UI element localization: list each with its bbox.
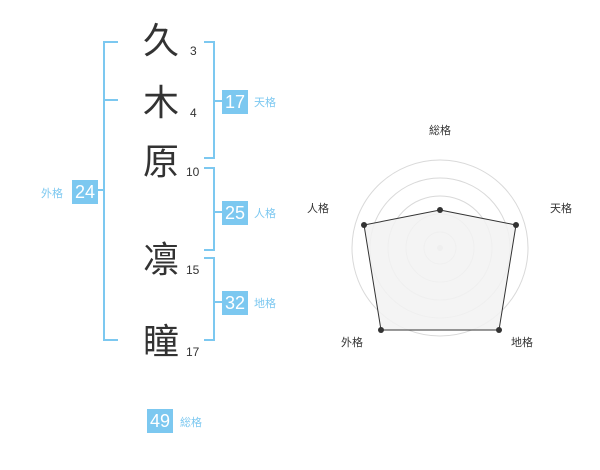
stroke-count-2: 4 <box>190 106 197 120</box>
chikaku-label: 地格 <box>254 297 276 310</box>
radar-label-soukaku: 総格 <box>429 123 451 137</box>
radar-label-gaikaku: 外格 <box>341 335 363 349</box>
chikaku-value: 32 <box>222 291 248 315</box>
chikaku-bracket <box>204 257 215 341</box>
radar-point-soukaku <box>437 207 443 213</box>
radar-points <box>361 207 519 333</box>
radar-point-tenkaku <box>513 222 519 228</box>
name-char-3: 原 <box>142 142 179 183</box>
name-char-1: 久 <box>142 21 179 62</box>
radar-ring-5 <box>351 159 529 337</box>
radar-point-jinkaku <box>361 222 367 228</box>
radar-area <box>363 209 517 331</box>
radar-point-chikaku <box>496 327 502 333</box>
jinkaku-value: 25 <box>222 201 248 225</box>
jinkaku-bracket <box>204 167 215 251</box>
radar-chart: 総格 天格 地格 外格 人格 <box>307 123 572 349</box>
tenkaku-bracket <box>204 41 215 159</box>
radar-point-gaikaku <box>378 327 384 333</box>
gaikaku-bracket <box>103 41 118 341</box>
gaikaku-label: 外格 <box>41 187 63 200</box>
name-char-2: 木 <box>142 83 179 124</box>
radar-label-jinkaku: 人格 <box>307 201 329 215</box>
stroke-count-3: 10 <box>186 165 200 179</box>
name-char-4: 凛 <box>142 240 179 281</box>
tenkaku-value: 17 <box>222 90 248 114</box>
jinkaku-label: 人格 <box>254 207 276 220</box>
stroke-count-5: 17 <box>186 345 200 359</box>
radar-label-tenkaku: 天格 <box>550 201 572 215</box>
bracket-lines <box>98 41 222 341</box>
tenkaku-label: 天格 <box>254 96 276 109</box>
soukaku-label: 総格 <box>180 416 202 429</box>
gaikaku-value: 24 <box>72 180 98 204</box>
stroke-count-4: 15 <box>186 263 200 277</box>
soukaku-value: 49 <box>147 409 173 433</box>
name-char-5: 瞳 <box>142 322 179 363</box>
stroke-count-1: 3 <box>190 44 197 58</box>
radar-label-chikaku: 地格 <box>511 335 533 349</box>
